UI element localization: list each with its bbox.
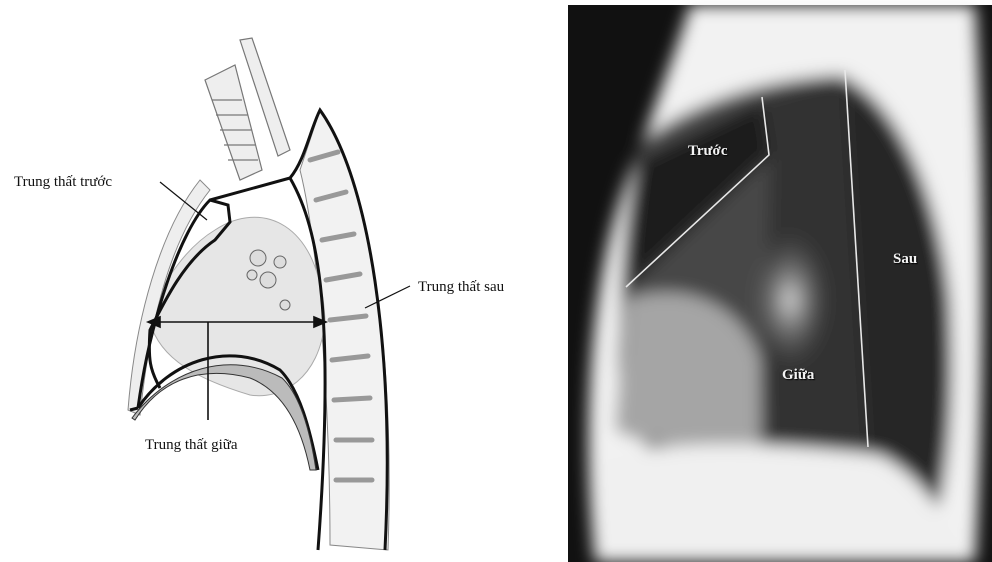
xray-label-middle: Giữa bbox=[782, 367, 815, 383]
xray-image bbox=[568, 5, 992, 562]
trachea-shape bbox=[204, 37, 291, 181]
label-posterior-mediastinum: Trung thất sau bbox=[418, 279, 505, 295]
diaphragm-shape bbox=[131, 364, 317, 471]
label-middle-mediastinum: Trung thất giữa bbox=[145, 437, 238, 453]
xray-label-posterior: Sau bbox=[893, 251, 918, 267]
xray-label-anterior: Trước bbox=[688, 143, 728, 159]
xray-boundary-lines bbox=[625, 69, 869, 448]
label-anterior-mediastinum: Trung thất trước bbox=[14, 174, 113, 190]
leader-lines bbox=[159, 181, 411, 309]
rib-lines bbox=[307, 149, 375, 483]
sternum-shape bbox=[127, 179, 211, 416]
heart-shape bbox=[149, 216, 326, 397]
width-arrow bbox=[145, 315, 329, 420]
mediastinum-boundaries bbox=[129, 107, 389, 551]
